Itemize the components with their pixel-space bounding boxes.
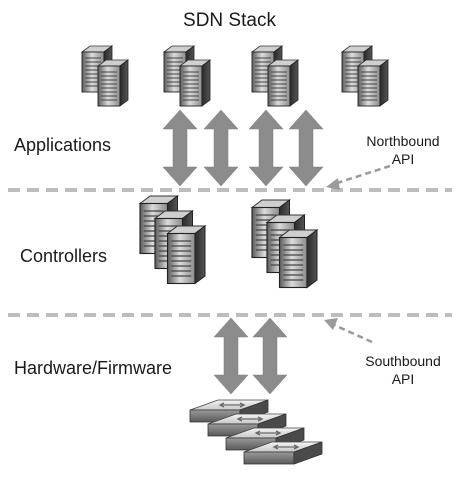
- server-icon: [341, 45, 389, 107]
- southbound-api-line1: Southbound: [365, 353, 441, 369]
- server-stack-icon: [251, 199, 318, 289]
- southbound-api-line2: API: [391, 371, 415, 387]
- server-icon: [163, 45, 211, 107]
- server-stack-icon: [139, 195, 206, 285]
- layer-label-controllers: Controllers: [20, 246, 108, 266]
- southbound-api-label: Southbound API: [358, 352, 448, 388]
- double-arrow-icon: [248, 109, 284, 187]
- northbound-arrows: [162, 109, 324, 187]
- application-servers: [81, 45, 389, 107]
- layer-label-hardware: Hardware/Firmware: [14, 358, 173, 378]
- northbound-api-line1: Northbound: [366, 133, 440, 149]
- server-icon: [251, 45, 299, 107]
- northbound-api-label: Northbound API: [358, 132, 448, 168]
- southbound-pointer: [324, 318, 373, 344]
- double-arrow-icon: [288, 109, 324, 187]
- double-arrow-icon: [252, 317, 288, 395]
- network-switch-stack-icon: [189, 399, 323, 465]
- layer-label-applications: Applications: [14, 135, 112, 155]
- server-icon: [81, 45, 129, 107]
- diagram-title: SDN Stack: [183, 10, 276, 31]
- double-arrow-icon: [213, 317, 249, 395]
- double-arrow-icon: [162, 109, 198, 187]
- southbound-arrows: [213, 317, 288, 395]
- northbound-pointer: [326, 164, 391, 190]
- double-arrow-icon: [203, 109, 239, 187]
- northbound-api-line2: API: [391, 151, 415, 167]
